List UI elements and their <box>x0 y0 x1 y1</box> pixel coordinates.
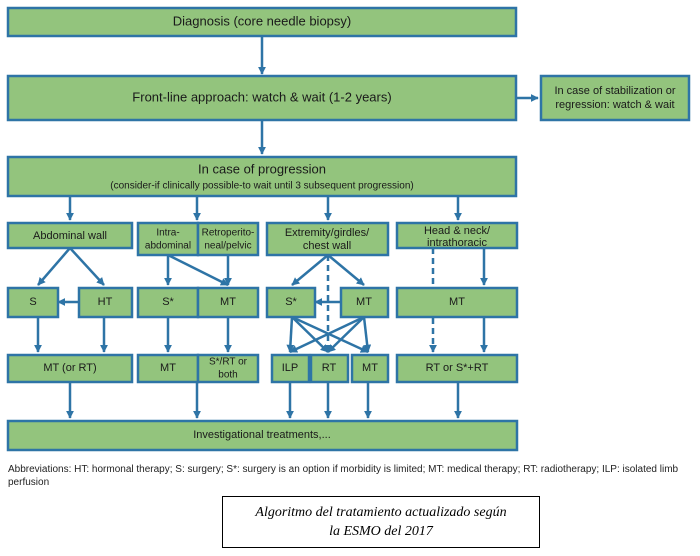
s-star-box-col2: S* <box>136 286 200 319</box>
head-neck-line1: Head & neck/ <box>424 225 491 237</box>
progression-note: (consider-if clinically possible-to wait… <box>110 181 413 192</box>
mt-or-rt-box: MT (or RT) <box>6 353 134 384</box>
extremity-line1: Extremity/girdles/ <box>285 227 370 239</box>
arrow-intra-to-mt <box>167 253 229 287</box>
frontline-label: Front-line approach: watch & wait (1-2 y… <box>132 89 391 104</box>
stabilization-box: In case of stabilization or regression: … <box>539 74 691 122</box>
head-neck-line2: intrathoracic <box>427 237 487 249</box>
s-star-label-col3: S* <box>285 296 297 308</box>
s-box: S <box>6 286 60 319</box>
extremity-line2: chest wall <box>303 240 351 252</box>
ht-label: HT <box>98 296 113 308</box>
mt-label-col3-bottom: MT <box>362 362 378 374</box>
retroperitoneal-line1: Retroperito- <box>202 228 255 239</box>
mt-box-col3: MT <box>339 286 390 319</box>
diagnosis-label: Diagnosis (core needle biopsy) <box>173 13 351 28</box>
ilp-label: ILP <box>282 362 299 374</box>
diagnosis-box: Diagnosis (core needle biopsy) <box>6 6 518 38</box>
intra-abdominal-line2: abdominal <box>145 241 191 252</box>
s-star-label-col2: S* <box>162 296 174 308</box>
arrow-abdominal-to-s <box>37 247 71 286</box>
mt-box-col2-bottom: MT <box>136 353 200 384</box>
intra-abdominal-line1: Intra- <box>156 228 179 239</box>
mt-box-col4: MT <box>395 286 519 319</box>
arrow-mt-to-mt <box>362 316 372 353</box>
retroperitoneal-box: Retroperito- neal/pelvic <box>196 221 260 257</box>
mt-label-col3: MT <box>356 296 372 308</box>
investigational-box: Investigational treatments,... <box>6 419 519 452</box>
mt-or-rt-label: MT (or RT) <box>43 362 96 374</box>
arrow-extremity-to-mt <box>327 254 365 286</box>
caption-box: Algoritmo del tratamiento actualizado se… <box>222 496 540 548</box>
abdominal-wall-label: Abdominal wall <box>33 230 107 242</box>
abbreviations-note: Abbreviations: HT: hormonal therapy; S: … <box>8 464 679 488</box>
s-label: S <box>29 296 36 308</box>
abdominal-wall-box: Abdominal wall <box>6 221 134 250</box>
s-star-box-col3: S* <box>265 286 317 319</box>
ilp-box: ILP <box>270 353 311 384</box>
s-star-rt-both-line2: both <box>218 370 237 381</box>
stabilization-label-line1: In case of stabilization or <box>554 85 675 97</box>
mt-box-col2: MT <box>196 286 260 319</box>
rt-box: RT <box>309 353 350 384</box>
arrow-mt-to-ilp <box>289 315 365 354</box>
rt-or-s-star-rt-box: RT or S*+RT <box>395 353 519 384</box>
s-star-rt-both-box: S*/RT or both <box>196 353 260 384</box>
mt-label-col2-bottom: MT <box>160 362 176 374</box>
caption-line2: la ESMO del 2017 <box>329 524 433 539</box>
investigational-label: Investigational treatments,... <box>193 429 331 441</box>
stabilization-label-line2: regression: watch & wait <box>555 99 674 111</box>
progression-title: In case of progression <box>198 161 326 176</box>
arrow-s-star-to-ilp <box>286 316 295 353</box>
arrow-s-star-to-mt <box>291 315 369 354</box>
mt-label-col4: MT <box>449 296 465 308</box>
arrow-mt-to-rt <box>327 316 365 353</box>
ht-box: HT <box>77 286 134 319</box>
intra-abdominal-box: Intra- abdominal <box>136 221 200 257</box>
frontline-box: Front-line approach: watch & wait (1-2 y… <box>6 74 518 122</box>
s-star-rt-both-line1: S*/RT or <box>209 357 248 368</box>
retroperitoneal-line2: neal/pelvic <box>204 241 251 252</box>
head-neck-box: Head & neck/ intrathoracic <box>395 221 519 250</box>
progression-box: In case of progression (consider-if clin… <box>6 155 518 198</box>
rt-or-s-star-rt-label: RT or S*+RT <box>426 362 489 374</box>
arrow-extremity-to-s-star <box>291 254 329 286</box>
arrow-abdominal-to-ht <box>69 247 105 286</box>
caption-line1: Algoritmo del tratamiento actualizado se… <box>255 505 507 520</box>
extremity-box: Extremity/girdles/ chest wall <box>265 221 390 257</box>
rt-label: RT <box>322 362 337 374</box>
mt-box-col3-bottom: MT <box>350 353 390 384</box>
mt-label-col2: MT <box>220 296 236 308</box>
arrow-s-star-to-rt <box>291 316 329 353</box>
